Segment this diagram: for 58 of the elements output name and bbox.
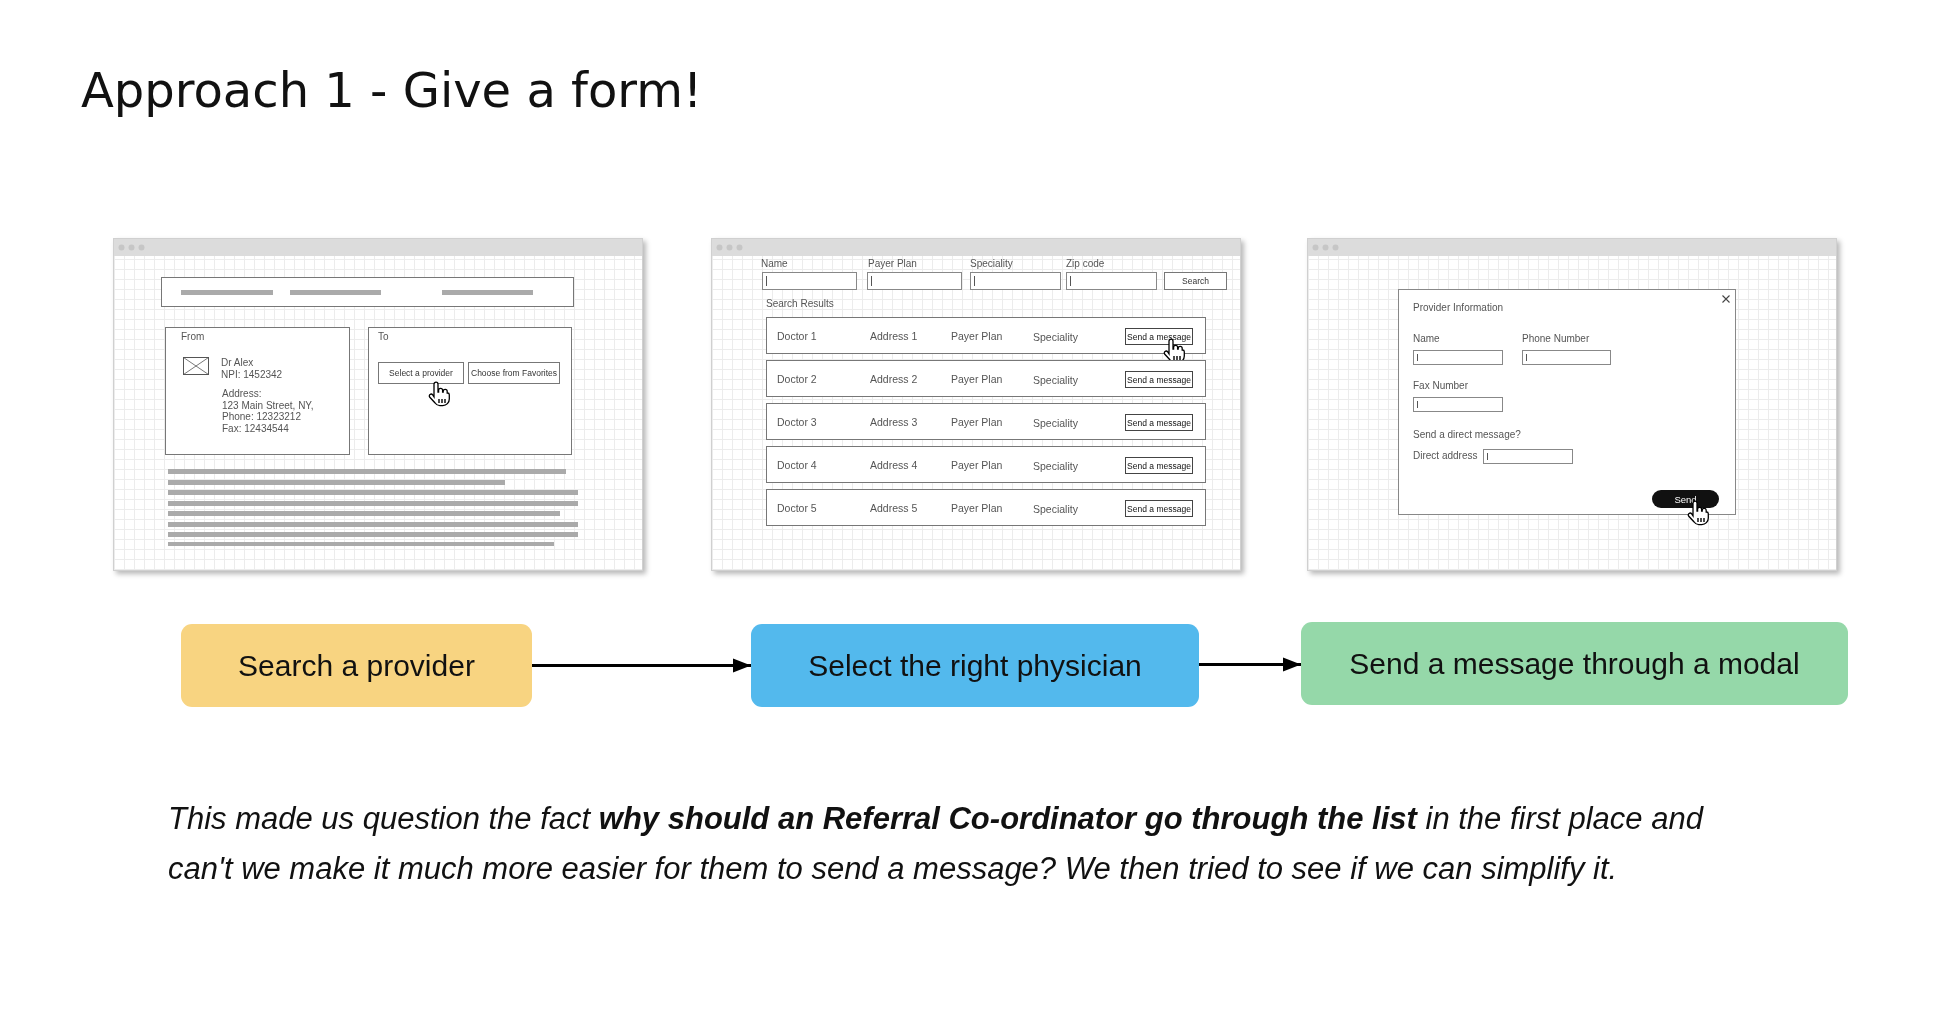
address-text: Address 3	[870, 416, 918, 429]
question-text: Send a direct message?	[1413, 429, 1521, 441]
doctor-name: Doctor 5	[777, 502, 817, 515]
step-label: Select the right physician	[808, 647, 1142, 684]
send-message-button: Send a message	[1125, 500, 1193, 517]
process-step	[751, 624, 1199, 707]
payer-plan-text: Payer Plan	[951, 502, 1003, 515]
doctor-name: Doctor 4	[777, 459, 817, 472]
speciality-text: Speciality	[1033, 502, 1078, 516]
field-label: Phone Number	[1522, 333, 1590, 345]
contact-detail: Address:	[222, 388, 262, 400]
panel-heading: To	[378, 331, 389, 343]
speciality-text: Speciality	[1033, 459, 1078, 473]
payer-plan-text: Payer Plan	[951, 416, 1003, 429]
panel-heading: From	[181, 331, 205, 343]
modal-title: Provider Information	[1413, 302, 1504, 314]
speciality-text: Speciality	[1033, 330, 1078, 344]
field-label: Zip code	[1066, 257, 1105, 270]
send-button: Send	[1652, 490, 1719, 508]
send-message-button: Send a message	[1125, 328, 1193, 345]
payer-plan-text: Payer Plan	[951, 459, 1003, 472]
address-text: Address 1	[870, 330, 918, 343]
field-label: Name	[1413, 333, 1440, 345]
step-label: Send a message through a modal	[1349, 645, 1800, 682]
search-button: Search	[1164, 272, 1227, 290]
field-label: Speciality	[970, 257, 1013, 270]
section-heading: Search Results	[766, 297, 834, 310]
caption: This made us question the fact why should an Referral Co-ordinator go through the list in the first place and can't we make it much more easier for them to send a message? We then tried to see if we can simplify it.	[168, 800, 1705, 888]
payer-plan-text: Payer Plan	[951, 330, 1003, 343]
send-message-button: Send a message	[1125, 414, 1193, 431]
process-step	[1301, 622, 1848, 705]
send-message-button: Send a message	[1125, 371, 1193, 388]
address-text: Address 5	[870, 502, 918, 515]
address-text: Address 4	[870, 459, 918, 472]
speciality-text: Speciality	[1033, 416, 1078, 430]
payer-plan-text: Payer Plan	[951, 373, 1003, 386]
title: Approach 1 - Give a form!	[81, 62, 703, 118]
contact-detail: 123 Main Street, NY,	[222, 399, 314, 412]
contact-detail: Phone: 12323212	[222, 411, 301, 423]
contact-name: Dr Alex	[221, 357, 254, 369]
address-text: Address 2	[870, 373, 918, 386]
step-label: Search a provider	[238, 647, 475, 684]
doctor-name: Doctor 2	[777, 373, 817, 386]
contact-detail: Fax: 12434544	[222, 422, 289, 435]
favorites-button: Choose from Favorites	[468, 362, 560, 384]
doctor-name: Doctor 3	[777, 416, 817, 429]
field-label: Direct address	[1413, 450, 1478, 462]
speciality-text: Speciality	[1033, 373, 1078, 387]
process-step	[181, 624, 532, 707]
field-label: Fax Number	[1413, 380, 1468, 392]
send-message-button: Send a message	[1125, 457, 1193, 474]
arrow	[532, 658, 751, 673]
field-label: Name	[761, 258, 788, 270]
contact-detail: NPI: 1452342	[221, 368, 283, 381]
doctor-name: Doctor 1	[777, 330, 817, 343]
select-provider-button: Select a provider	[378, 362, 464, 384]
arrow	[1199, 657, 1301, 672]
field-label: Payer Plan	[868, 257, 917, 270]
